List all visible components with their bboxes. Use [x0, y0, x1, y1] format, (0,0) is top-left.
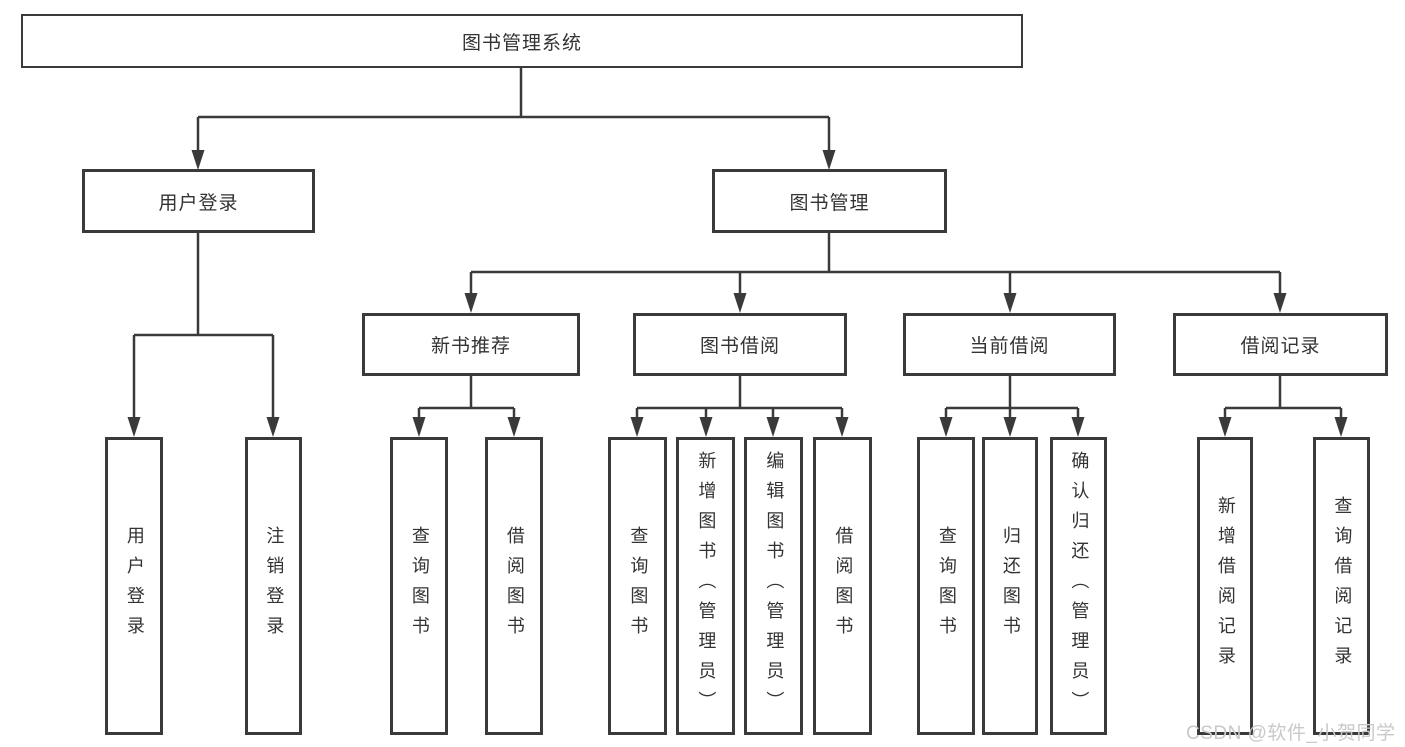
node-book-management: 图书管理 [712, 169, 947, 233]
leaf-query-books-current: 查询图书 [917, 437, 975, 735]
arrowhead [127, 417, 141, 437]
leaf-return-book: 归还图书 [982, 437, 1038, 735]
leaf-query-borrow-record: 查询借阅记录 [1313, 437, 1370, 735]
leaf-label: 注销登录 [264, 526, 285, 646]
arrowhead [1218, 417, 1232, 437]
leaf-user-login: 用户登录 [105, 437, 163, 735]
leaf-label: 借阅图书 [833, 526, 854, 646]
connector-new-book-recommend-children [412, 376, 521, 437]
arrowhead [412, 417, 426, 437]
arrowhead [733, 293, 747, 313]
arrowhead [1071, 417, 1085, 437]
leaf-label: 用户登录 [124, 526, 145, 646]
node-book-borrow: 图书借阅 [633, 313, 847, 376]
connector-book-borrow-children [630, 376, 849, 437]
node-root-library-system: 图书管理系统 [21, 14, 1023, 68]
connector-current-borrow-children [939, 376, 1085, 437]
arrowhead [766, 417, 780, 437]
connector-borrow-records-children [1218, 376, 1348, 437]
arrowhead [1003, 417, 1017, 437]
leaf-label: 查询图书 [936, 526, 957, 646]
arrowhead [835, 417, 849, 437]
leaf-borrow-books-recommend: 借阅图书 [485, 437, 543, 735]
leaf-label: 确认归还（管理员） [1069, 451, 1090, 721]
leaf-query-books-recommend: 查询图书 [390, 437, 448, 735]
leaf-add-book-admin: 新增图书（管理员） [676, 437, 735, 735]
leaf-confirm-return-admin: 确认归还（管理员） [1050, 437, 1107, 735]
connector-user-login-children [127, 233, 280, 437]
leaf-label: 查询图书 [409, 526, 430, 646]
leaf-borrow-books: 借阅图书 [813, 437, 872, 735]
arrowhead [939, 417, 953, 437]
arrowhead [1273, 293, 1287, 313]
csdn-watermark: CSDN @软件_小贺同学 [1186, 723, 1396, 744]
arrowhead [699, 417, 713, 437]
arrowhead [266, 417, 280, 437]
arrowhead [191, 150, 205, 170]
node-borrow-records: 借阅记录 [1173, 313, 1388, 376]
leaf-label: 新增图书（管理员） [696, 451, 717, 721]
leaf-logout: 注销登录 [245, 437, 302, 735]
arrowhead [630, 417, 644, 437]
connector-root-to-level2 [191, 68, 836, 170]
node-user-login: 用户登录 [82, 169, 315, 233]
leaf-label: 查询借阅记录 [1332, 496, 1353, 676]
arrowhead [822, 150, 836, 170]
leaf-add-borrow-record: 新增借阅记录 [1197, 437, 1253, 735]
leaf-label: 新增借阅记录 [1215, 496, 1236, 676]
node-current-borrow: 当前借阅 [903, 313, 1116, 376]
leaf-label: 归还图书 [1000, 526, 1021, 646]
arrowhead [507, 417, 521, 437]
leaf-query-books-borrow: 查询图书 [608, 437, 667, 735]
leaf-edit-book-admin: 编辑图书（管理员） [744, 437, 803, 735]
arrowhead [464, 293, 478, 313]
leaf-label: 查询图书 [628, 526, 649, 646]
leaf-label: 编辑图书（管理员） [764, 451, 785, 721]
leaf-label: 借阅图书 [504, 526, 525, 646]
arrowhead [1334, 417, 1348, 437]
node-new-book-recommend: 新书推荐 [362, 313, 580, 376]
arrowhead [1003, 293, 1017, 313]
connector-book-management-children [464, 233, 1287, 313]
